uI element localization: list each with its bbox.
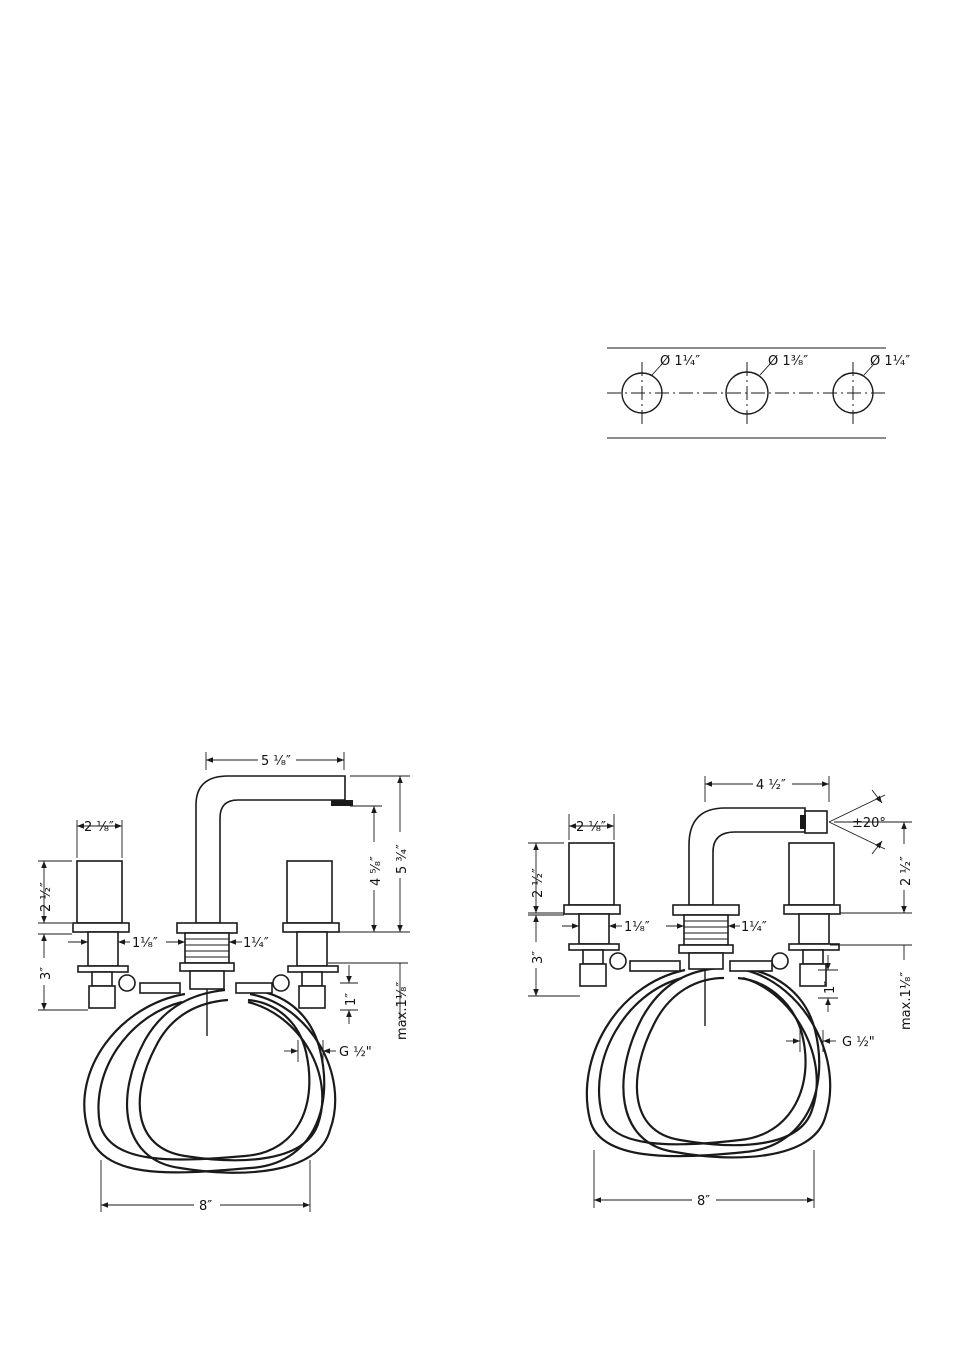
hole-left [622,362,662,428]
right-dim-handle-width: 2 ¹⁄₈″ [576,820,606,835]
right-dim-base-height: 3″ [531,951,546,964]
left-handle-flange [73,923,129,932]
right-faucet-drawing: 4 ¹⁄₂″ ±20° 2 ¹⁄₈″ 2 ¹⁄₂″ 3″ 1¹⁄₈″ 1¹⁄₄″… [528,776,914,1209]
left-dim-connector: 1″ [344,993,359,1006]
left-dim-spout-height-inner: 4 ⁵⁄₈″ [369,856,384,886]
left-dim-spread: 8″ [199,1199,212,1214]
right-handle-cold [569,843,614,905]
left-dim-handle-width: 2 ¹⁄₈″ [84,820,114,835]
left-valve-nut [89,986,115,1008]
left-dim-handle-height: 2 ¹⁄₂″ [39,882,54,912]
left-valve-body [88,932,118,966]
hole-center [726,362,768,428]
hole-label-center: Ø 1³⁄₈″ [768,354,808,369]
right-dim-connector: 1″ [823,981,838,994]
right-hoses [587,968,830,1157]
left-faucet-drawing: 5 ¹⁄₈″ 2 ¹⁄₈″ 2 ¹⁄₂″ 3″ 1¹⁄₈″ 1¹⁄₄″ 4 ⁵⁄… [38,752,410,1214]
hole-label-right: Ø 1¹⁄₄″ [870,354,910,369]
left-handle-cold [77,861,122,923]
left-spout-shank [185,933,229,963]
right-dim-angle: ±20° [852,816,886,831]
right-spout [689,808,805,905]
left-dim-spout-height-total: 5 ³⁄₄″ [395,844,410,874]
left-dim-max-deck: max.1¹⁄₈″ [395,982,410,1040]
left-dim-spout-reach: 5 ¹⁄₈″ [261,754,291,769]
hole-label-left: Ø 1¹⁄₄″ [660,354,700,369]
right-dim-spout-height: 2 ¹⁄₂″ [899,856,914,886]
right-dim-handle-height: 2 ¹⁄₂″ [531,868,546,898]
left-dim-thread: G ½" [339,1045,372,1060]
right-dim-thread: G ½" [842,1035,875,1050]
left-dim-shank-valve: 1¹⁄₈″ [132,936,158,951]
hole-pattern-diagram: Ø 1¹⁄₄″ Ø 1³⁄₈″ Ø 1¹⁄₄″ [607,348,910,438]
left-dim-shank-spout: 1¹⁄₄″ [243,936,269,951]
right-dim-max-deck: max.1¹⁄₈″ [899,972,914,1030]
right-dim-spout-reach: 4 ¹⁄₂″ [756,778,786,793]
right-dim-shank-valve: 1¹⁄₈″ [624,920,650,935]
left-dim-base-height: 3″ [39,967,54,980]
right-dim-spread: 8″ [697,1194,710,1209]
right-handle-hot [789,843,834,905]
right-dim-shank-spout: 1¹⁄₄″ [741,920,767,935]
left-handle-hot [287,861,332,923]
left-hoses [84,990,335,1173]
